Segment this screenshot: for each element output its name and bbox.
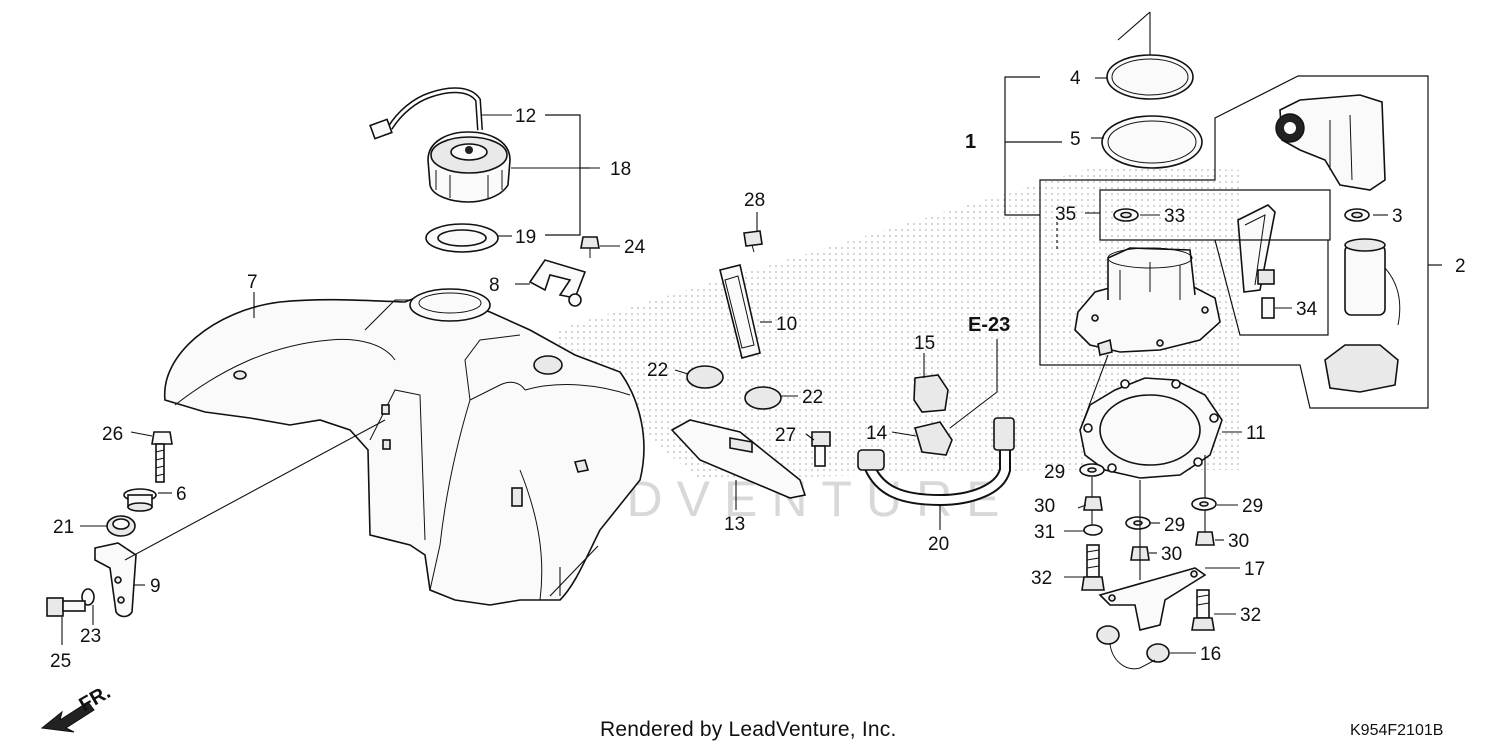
rendered-by-credit: Rendered by LeadVenture, Inc. bbox=[600, 718, 897, 741]
pump-body-35[interactable] bbox=[1074, 247, 1221, 356]
collar-6[interactable] bbox=[123, 488, 157, 512]
grommet-21[interactable] bbox=[106, 515, 136, 537]
washer-31[interactable] bbox=[1083, 524, 1103, 536]
callout-14[interactable]: 14 bbox=[866, 423, 888, 444]
o-ring-4[interactable] bbox=[1106, 54, 1194, 100]
diagram-code: K954F2101B bbox=[1350, 722, 1444, 739]
callout-11[interactable]: 11 bbox=[1246, 423, 1266, 444]
callout-7[interactable]: 7 bbox=[247, 272, 258, 293]
tank-stay[interactable] bbox=[528, 259, 587, 307]
callout-32-left[interactable]: 32 bbox=[1031, 568, 1052, 589]
fuel-cap[interactable] bbox=[427, 131, 511, 203]
callout-5[interactable]: 5 bbox=[1070, 129, 1081, 150]
front-arrow-icon bbox=[40, 701, 95, 733]
bolt-27[interactable] bbox=[811, 431, 831, 467]
group-bracket-12-18-19 bbox=[545, 114, 590, 236]
seal-5[interactable] bbox=[1101, 115, 1203, 169]
callout-22-lower[interactable]: 22 bbox=[802, 387, 823, 408]
washer-29-left[interactable] bbox=[1079, 463, 1105, 477]
callout-10[interactable]: 10 bbox=[776, 314, 797, 335]
bolt-25[interactable] bbox=[46, 597, 86, 617]
gasket-11[interactable] bbox=[1079, 377, 1223, 479]
callout-34[interactable]: 34 bbox=[1296, 299, 1318, 320]
callout-30-left[interactable]: 30 bbox=[1034, 496, 1055, 517]
callout-29-left[interactable]: 29 bbox=[1044, 462, 1065, 483]
callout-20[interactable]: 20 bbox=[928, 534, 949, 555]
exploded-projection-zone bbox=[555, 165, 1240, 480]
callout-29-right[interactable]: 29 bbox=[1242, 496, 1263, 517]
callout-2[interactable]: 2 bbox=[1455, 256, 1466, 277]
callout-22-upper[interactable]: 22 bbox=[647, 360, 668, 381]
callout-21[interactable]: 21 bbox=[53, 517, 74, 538]
filter-34[interactable] bbox=[1237, 204, 1276, 319]
reference-label[interactable]: E-23 bbox=[968, 314, 1010, 336]
cushion-22-upper[interactable] bbox=[686, 365, 724, 389]
bolt-32-right[interactable] bbox=[1191, 589, 1215, 631]
pump-motor[interactable] bbox=[1344, 238, 1401, 326]
fuel-tank[interactable] bbox=[164, 288, 645, 606]
callout-24[interactable]: 24 bbox=[624, 237, 646, 258]
callout-28[interactable]: 28 bbox=[744, 190, 765, 211]
filter-plate-10[interactable] bbox=[719, 264, 761, 359]
bolt-24[interactable] bbox=[580, 236, 600, 258]
washer-29-center[interactable] bbox=[1125, 516, 1151, 530]
screw-28[interactable] bbox=[743, 230, 763, 253]
callout-33[interactable]: 33 bbox=[1164, 206, 1185, 227]
pump-base[interactable] bbox=[1324, 344, 1399, 393]
callout-9[interactable]: 9 bbox=[150, 576, 161, 597]
fuel-hose-20[interactable] bbox=[857, 417, 1015, 507]
callout-17[interactable]: 17 bbox=[1244, 559, 1265, 580]
callout-6[interactable]: 6 bbox=[176, 484, 187, 505]
callout-8[interactable]: 8 bbox=[489, 275, 500, 296]
clip-15[interactable] bbox=[913, 374, 949, 413]
callout-31[interactable]: 31 bbox=[1034, 522, 1055, 543]
leader-lines bbox=[61, 11, 1388, 654]
callout-3[interactable]: 3 bbox=[1392, 206, 1403, 227]
clip-14[interactable] bbox=[913, 421, 953, 456]
washer-3[interactable] bbox=[1344, 208, 1370, 222]
sub-frame-33-3 bbox=[1099, 189, 1331, 241]
callout-26[interactable]: 26 bbox=[102, 424, 123, 445]
callout-29-center[interactable]: 29 bbox=[1164, 515, 1185, 536]
wire-band-16[interactable] bbox=[1096, 625, 1170, 670]
protector-13[interactable] bbox=[670, 419, 807, 499]
callout-23[interactable]: 23 bbox=[80, 626, 101, 647]
bolt-26[interactable] bbox=[151, 431, 173, 483]
nut-30-left[interactable] bbox=[1083, 496, 1103, 511]
callout-25[interactable]: 25 bbox=[50, 651, 71, 672]
sub-frame-34 bbox=[1214, 239, 1329, 336]
pump-sender-unit[interactable] bbox=[1275, 94, 1386, 191]
washer-29-right[interactable] bbox=[1191, 497, 1217, 511]
nut-30-right[interactable] bbox=[1195, 531, 1215, 546]
bolt-32-left[interactable] bbox=[1081, 544, 1105, 591]
callout-13[interactable]: 13 bbox=[724, 514, 745, 535]
callout-30-center[interactable]: 30 bbox=[1161, 544, 1182, 565]
group-frame-2 bbox=[1039, 75, 1442, 409]
callout-30-right[interactable]: 30 bbox=[1228, 531, 1249, 552]
callout-18[interactable]: 18 bbox=[610, 159, 631, 180]
callout-15[interactable]: 15 bbox=[914, 333, 935, 354]
group-bracket-1 bbox=[1004, 76, 1062, 216]
breather-tube[interactable] bbox=[369, 87, 483, 140]
callout-4[interactable]: 4 bbox=[1070, 68, 1081, 89]
callout-16[interactable]: 16 bbox=[1200, 644, 1221, 665]
bracket-9[interactable] bbox=[94, 542, 137, 618]
cap-gasket[interactable] bbox=[425, 223, 499, 253]
callout-27[interactable]: 27 bbox=[775, 425, 796, 446]
stay-17[interactable] bbox=[1098, 567, 1207, 631]
callout-1[interactable]: 1 bbox=[965, 131, 976, 153]
callout-12[interactable]: 12 bbox=[515, 106, 536, 127]
callout-19[interactable]: 19 bbox=[515, 227, 536, 248]
washer-33[interactable] bbox=[1113, 208, 1139, 222]
callout-35[interactable]: 35 bbox=[1055, 204, 1076, 225]
callout-32-right[interactable]: 32 bbox=[1240, 605, 1261, 626]
cushion-22-lower[interactable] bbox=[744, 386, 782, 410]
